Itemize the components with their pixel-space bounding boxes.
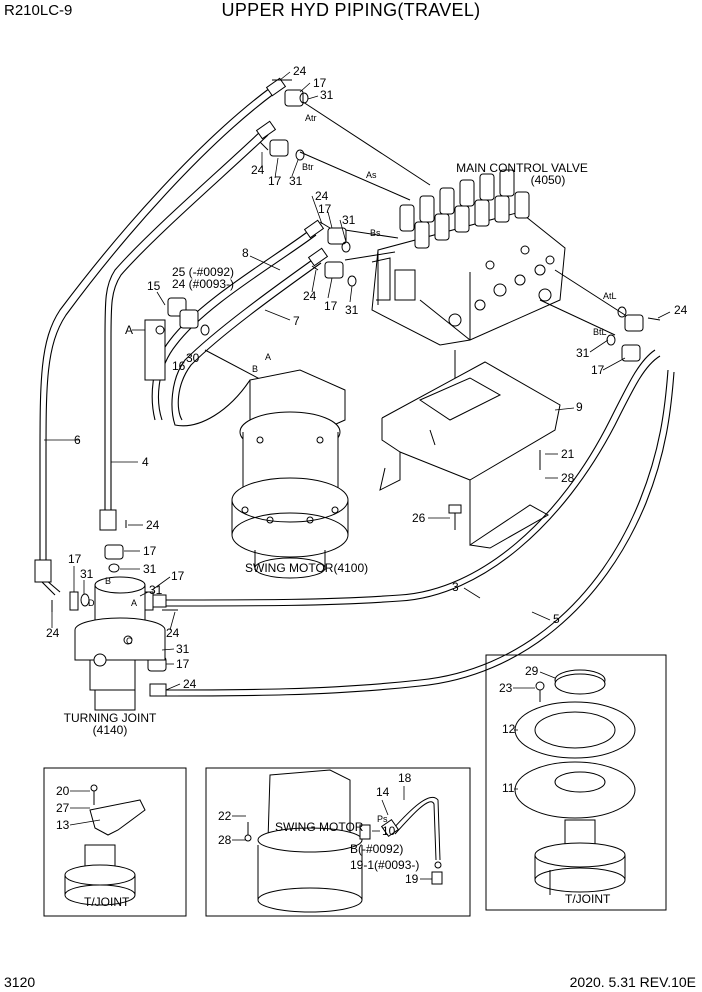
- part-31: 31: [289, 174, 303, 188]
- part-13: 13: [56, 818, 70, 832]
- swing-motor-label: SWING MOTOR(4100): [245, 561, 368, 575]
- mcv-label: MAIN CONTROL VALVE: [456, 161, 588, 175]
- part-31: 31: [345, 303, 359, 317]
- part-31: 31: [320, 88, 334, 102]
- swing-motor-main: [231, 369, 349, 579]
- swing-motor-inset-drawing: [244, 769, 443, 913]
- part-20: 20: [56, 784, 70, 798]
- inset-box-tjoint-right: [485, 654, 667, 911]
- part-17: 17: [171, 569, 185, 583]
- inset-box-swing-motor: [205, 767, 471, 917]
- part-14: 14: [376, 785, 390, 799]
- o-rings: [80, 92, 627, 655]
- callout-b-serial: B(-#0092): [350, 842, 403, 856]
- part-17: 17: [313, 76, 327, 90]
- revision-date: 2020. 5.31 REV.10E: [569, 974, 696, 990]
- part-15: 15: [147, 279, 161, 293]
- part-31: 31: [80, 567, 94, 581]
- mcv-code: (4050): [531, 173, 566, 187]
- mounting-bracket: [379, 361, 561, 549]
- part-24: 24: [674, 303, 688, 317]
- part-10: 10: [382, 824, 396, 838]
- part-27: 27: [56, 801, 70, 815]
- part-18: 18: [398, 771, 412, 785]
- part-11: 11: [502, 781, 515, 795]
- part-31: 31: [176, 642, 190, 656]
- part-16: 16: [172, 359, 186, 373]
- part-17: 17: [591, 363, 605, 377]
- port-b-swing: B: [252, 364, 258, 374]
- part-31: 31: [342, 213, 356, 227]
- port-a-swing: A: [265, 352, 271, 362]
- part-9: 9: [576, 400, 583, 414]
- port-atr: Atr: [305, 113, 317, 123]
- part-29: 29: [525, 664, 539, 678]
- part-17: 17: [268, 174, 282, 188]
- port-ps: Ps: [377, 814, 388, 824]
- callout-25: 25 (-#0092): [172, 265, 234, 279]
- part-21: 21: [561, 447, 575, 461]
- part-24: 24: [303, 289, 317, 303]
- turning-joint-code: (4140): [93, 723, 128, 737]
- turning-joint-label: TURNING JOINT: [64, 711, 157, 725]
- swing-motor-inset-label: SWING MOTOR: [275, 820, 364, 834]
- bolts: [51, 79, 661, 612]
- part-5: 5: [553, 612, 560, 626]
- part-24: 24: [46, 626, 60, 640]
- part-26: 26: [412, 511, 426, 525]
- part-31: 31: [576, 346, 590, 360]
- part-30: 30: [186, 351, 200, 365]
- part-24: 24: [293, 64, 307, 78]
- part-7: 7: [293, 314, 300, 328]
- part-23: 23: [499, 681, 513, 695]
- inset-box-tjoint-left: [43, 767, 187, 917]
- port-btr: Btr: [302, 162, 314, 172]
- hose-fittings: [34, 77, 329, 697]
- callout-19-1-serial: 19-1(#0093-): [350, 858, 419, 872]
- part-17: 17: [143, 544, 157, 558]
- part-17: 17: [318, 202, 332, 216]
- part-3: 3: [452, 580, 459, 594]
- port-btl: BtL: [593, 327, 607, 337]
- tjoint-left-label: T/JOINT: [84, 895, 130, 909]
- part-12: 12: [502, 722, 516, 736]
- part-17: 17: [324, 299, 338, 313]
- part-17: 17: [176, 657, 190, 671]
- part-17: 17: [68, 552, 82, 566]
- page-number: 3120: [4, 974, 36, 990]
- page-title: UPPER HYD PIPING(TRAVEL): [221, 0, 481, 20]
- callout-24-serial: 24 (#0093-): [172, 277, 234, 291]
- part-28: 28: [561, 471, 575, 485]
- part-31: 31: [149, 583, 163, 597]
- part-24: 24: [251, 163, 265, 177]
- port-d-tj: D: [88, 598, 95, 608]
- main-control-valve: [371, 169, 566, 346]
- part-24: 24: [315, 189, 329, 203]
- model-number: R210LC-9: [4, 2, 73, 19]
- tjoint-cover-assembly: [514, 669, 636, 895]
- part-28: 28: [218, 833, 232, 847]
- port-a-tj: A: [131, 598, 137, 608]
- port-atl: AtL: [603, 291, 617, 301]
- port-c-tj: C: [126, 636, 133, 646]
- port-bs: Bs: [370, 228, 381, 238]
- part-4: 4: [142, 455, 149, 469]
- part-24: 24: [166, 626, 180, 640]
- part-19: 19: [405, 872, 419, 886]
- port-as: As: [366, 170, 377, 180]
- part-22: 22: [218, 809, 232, 823]
- tjoint-right-label: T/JOINT: [565, 892, 611, 906]
- part-24: 24: [183, 677, 197, 691]
- part-8: 8: [242, 246, 249, 260]
- flanges: [69, 89, 644, 672]
- part-24: 24: [146, 518, 160, 532]
- tjoint-lock-assembly: [64, 784, 146, 906]
- part-31: 31: [143, 562, 157, 576]
- port-b-tj: B: [105, 576, 111, 586]
- callout-letter-a: A: [125, 323, 133, 337]
- hoses: [39, 87, 675, 697]
- turning-joint-main: [74, 576, 166, 711]
